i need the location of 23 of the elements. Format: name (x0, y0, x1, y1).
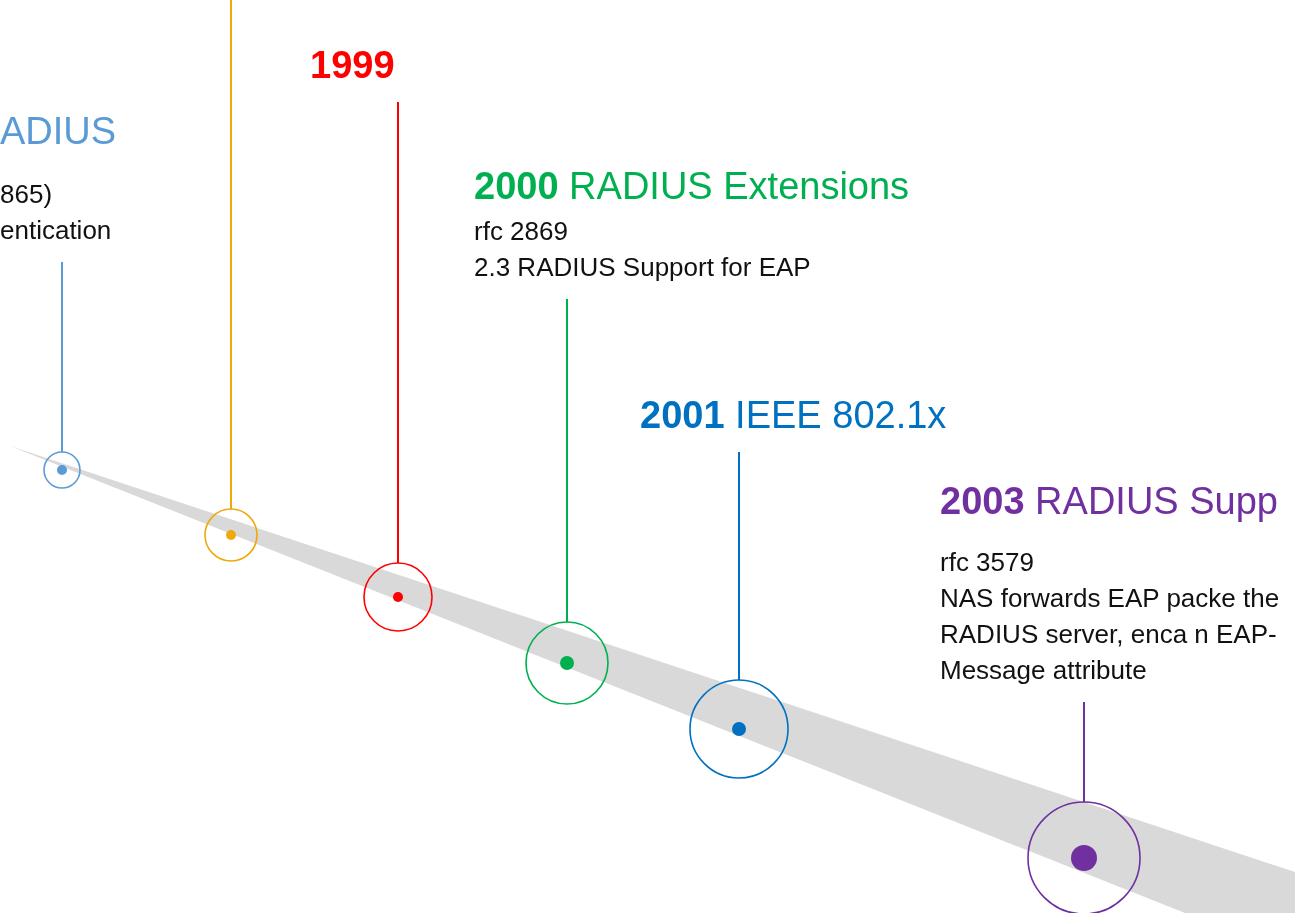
milestone-marker (204, 508, 258, 562)
milestone-heading: 2003 RADIUS Supp (940, 479, 1279, 524)
leader-line (61, 261, 63, 453)
milestone-heading: ADIUS (0, 109, 118, 154)
milestone-description: NAS forwards EAP packe the RADIUS server, enca n EAP-Message attribute (940, 582, 1281, 687)
leader-line (230, 0, 232, 510)
milestone-marker (525, 621, 609, 705)
milestone-marker (689, 679, 789, 779)
milestone-heading: 1999 (310, 43, 396, 88)
milestone-description: rfc 2869 (474, 215, 569, 248)
milestone-heading: 2001 IEEE 802.1x (640, 393, 948, 438)
milestone-description: 2.3 RADIUS Support for EAP (474, 251, 812, 284)
leader-line (1083, 701, 1085, 803)
milestone-heading: 2000 RADIUS Extensions (474, 164, 911, 209)
milestone-marker (363, 562, 433, 632)
leader-line (397, 101, 399, 564)
leader-line (566, 298, 568, 623)
milestone-description: rfc 3579 (940, 546, 1035, 579)
milestone-marker (43, 451, 81, 489)
milestone-description: 865) (0, 178, 54, 211)
milestone-description: entication (0, 214, 113, 247)
milestone-marker (1027, 801, 1141, 913)
leader-line (738, 451, 740, 681)
